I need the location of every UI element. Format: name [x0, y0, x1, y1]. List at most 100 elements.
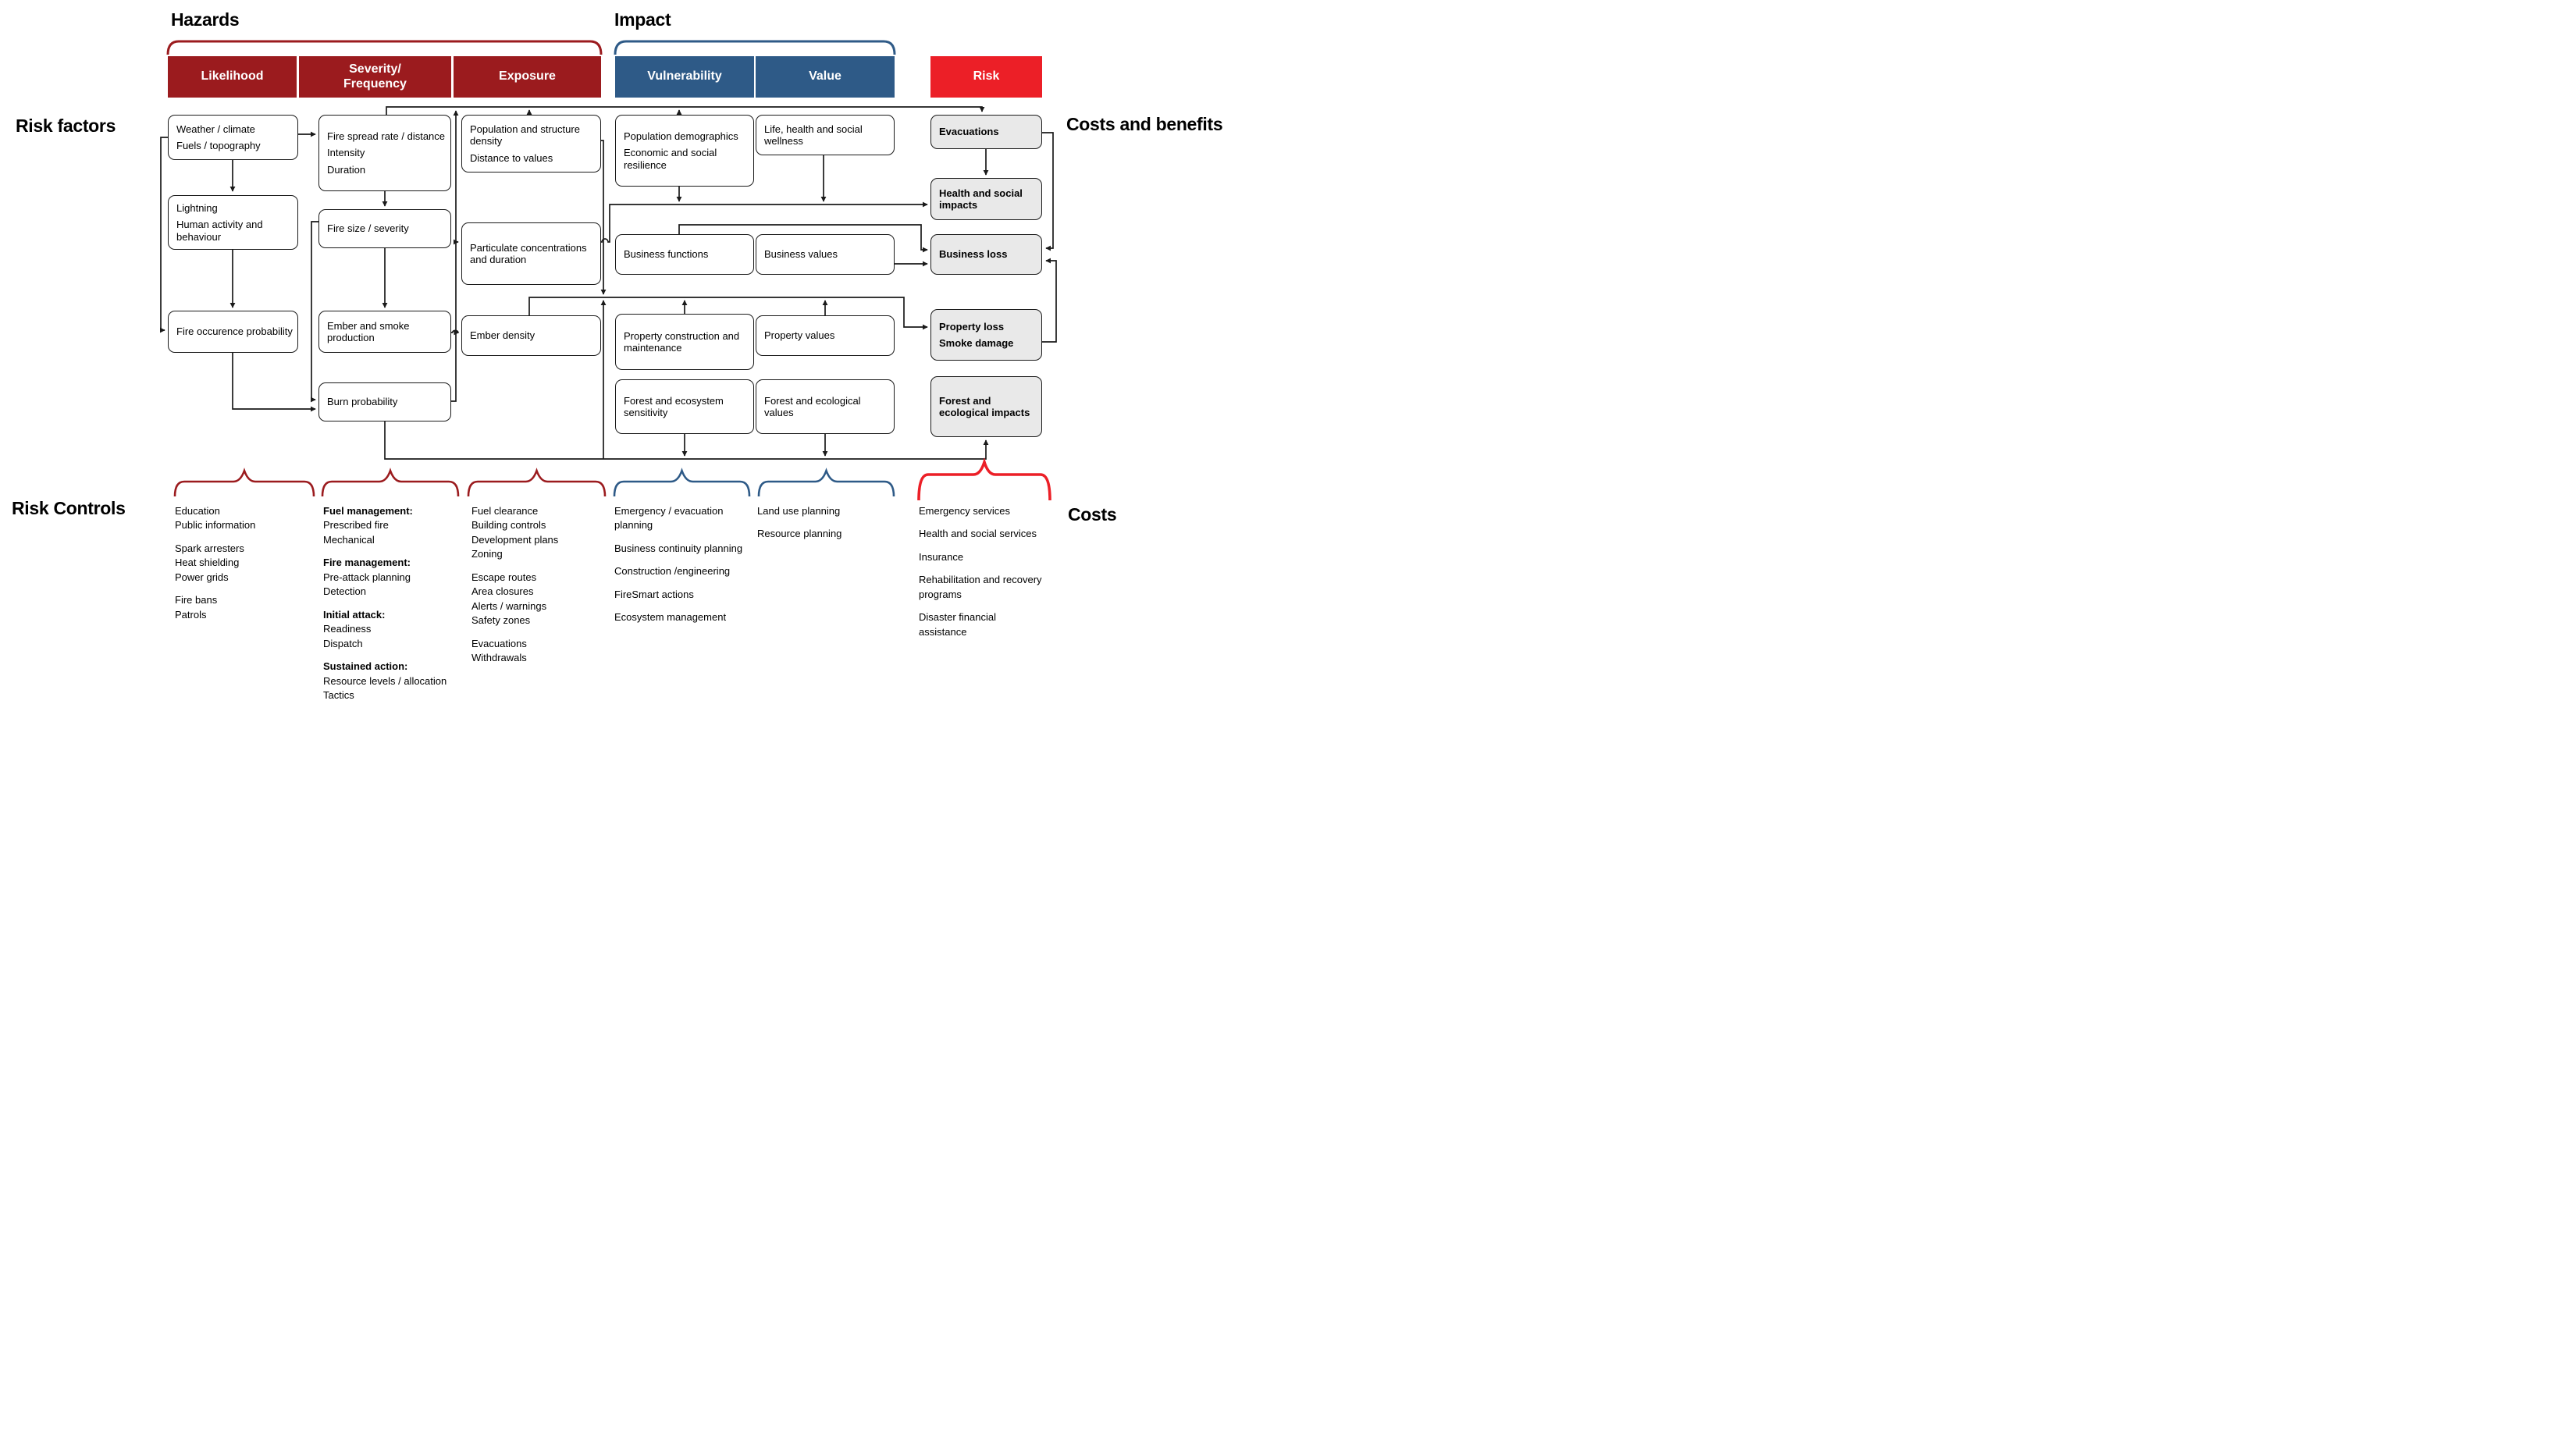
node-label: Fire size / severity — [327, 222, 409, 235]
controls-item: Spark arresters — [175, 542, 244, 554]
node-business-functions: Business functions — [615, 234, 754, 275]
controls-item: Construction /engineering — [614, 565, 731, 578]
controls-item: Insurance — [919, 550, 964, 563]
controls-group: Land use planning — [757, 504, 898, 518]
controls-item: Area closures — [471, 585, 534, 598]
edge-evacuations-to-business-loss — [1042, 132, 1054, 251]
controls-item: Alerts / warnings — [471, 599, 547, 612]
node-label: Population demographics — [624, 130, 738, 143]
node-label: Smoke damage — [939, 337, 1014, 349]
node-label: Burn probability — [327, 396, 398, 408]
column-header-severity: Severity/Frequency — [299, 56, 451, 98]
controls-item: Ecosystem management — [614, 611, 727, 624]
node-forest-impacts: Forest and ecological impacts — [930, 376, 1042, 437]
node-label: Business values — [764, 248, 838, 261]
controls-item: Education — [175, 505, 220, 517]
node-business-values: Business values — [756, 234, 895, 275]
brace-likelihood-controls — [173, 468, 315, 497]
node-label: Ember and smoke production — [327, 319, 410, 343]
node-label: Intensity — [327, 147, 365, 159]
node-ember-density: Ember density — [461, 315, 601, 356]
node-label: Property values — [764, 329, 835, 342]
edge-burn-probability-to-top-collector — [451, 110, 459, 402]
costs-label: Costs — [1068, 504, 1117, 525]
controls-group: Sustained action:Resource levels / alloc… — [323, 660, 465, 702]
column-header-label: Severity/ — [349, 62, 401, 76]
node-fire-size: Fire size / severity — [318, 209, 451, 248]
controls-item: Tactics — [323, 688, 354, 701]
controls-item: Sustained action: — [323, 660, 408, 673]
impact-brace — [614, 40, 896, 55]
node-property-construction: Property construction and maintenance — [615, 314, 754, 370]
controls-item: Escape routes — [471, 571, 537, 583]
controls-group: Rehabilitation and recovery programs — [919, 573, 1045, 602]
risk-controls-label: Risk Controls — [12, 498, 126, 518]
hazards-label: Hazards — [171, 9, 240, 30]
controls-item: Safety zones — [471, 614, 531, 627]
node-label: Economic and social resilience — [624, 147, 717, 171]
column-header-label: Risk — [973, 69, 1000, 84]
controls-item: Dispatch — [323, 637, 363, 649]
column-header-label: Exposure — [499, 69, 556, 84]
node-label: Property construction and maintenance — [624, 329, 740, 354]
controls-item: Rehabilitation and recovery programs — [919, 574, 1042, 600]
hazards-brace — [166, 40, 603, 55]
node-label: Health and social impacts — [939, 187, 1023, 211]
edge-fire-size-to-burn-probability — [310, 221, 318, 403]
brace-severity-controls — [321, 468, 460, 497]
node-property-values: Property values — [756, 315, 895, 356]
edge-property-loss-to-business-loss — [1042, 258, 1057, 343]
column-header-value: Value — [756, 56, 895, 98]
controls-item: Mechanical — [323, 533, 375, 546]
wildfire-risk-framework-diagram: Hazards Impact Risk factors Costs and be… — [0, 0, 1288, 722]
node-label: Lightning — [176, 202, 218, 215]
controls-item: Withdrawals — [471, 652, 527, 664]
controls-item: Readiness — [323, 623, 372, 635]
column-header-label: Vulnerability — [647, 69, 722, 84]
node-label: Business functions — [624, 248, 709, 261]
controls-item: Emergency / evacuation planning — [614, 505, 724, 532]
controls-item: Building controls — [471, 519, 546, 532]
node-ember-smoke: Ember and smoke production — [318, 311, 451, 353]
controls-item: Fuel management: — [323, 505, 413, 517]
node-label: Fuels / topography — [176, 140, 261, 151]
controls-group: Emergency services — [919, 504, 1045, 518]
node-label: Weather / climate — [176, 123, 255, 135]
edge-fire-spread-to-evacuations — [386, 106, 985, 115]
brace-exposure-controls — [467, 468, 607, 497]
node-label: Population and structure density — [470, 123, 580, 148]
node-forest-values: Forest and ecological values — [756, 379, 895, 434]
brace-risk-controls-col — [917, 457, 1051, 501]
controls-item: Fire bans — [175, 594, 218, 606]
costs-and-benefits-label: Costs and benefits — [1066, 114, 1223, 134]
column-header-vulnerability: Vulnerability — [615, 56, 754, 98]
node-label: Particulate concentrations and duration — [470, 241, 587, 265]
edge-fire-occurrence-to-burn-probability — [232, 353, 316, 412]
node-particulate: Particulate concentrations and duration — [461, 222, 601, 285]
node-business-loss: Business loss — [930, 234, 1042, 275]
node-label: Evacuations — [939, 126, 999, 138]
node-label: Ember density — [470, 329, 535, 342]
node-label: Forest and ecological impacts — [939, 394, 1030, 418]
controls-group: Insurance — [919, 550, 1045, 564]
controls-item: Power grids — [175, 571, 229, 583]
edge-weather-to-fire-occurrence — [159, 137, 168, 333]
node-life-health: Life, health and social wellness — [756, 115, 895, 155]
controls-item: Evacuations — [471, 637, 527, 649]
controls-item: Health and social services — [919, 528, 1037, 540]
controls-item: Prescribed fire — [323, 519, 389, 532]
node-label: Human activity and behaviour — [176, 219, 263, 243]
